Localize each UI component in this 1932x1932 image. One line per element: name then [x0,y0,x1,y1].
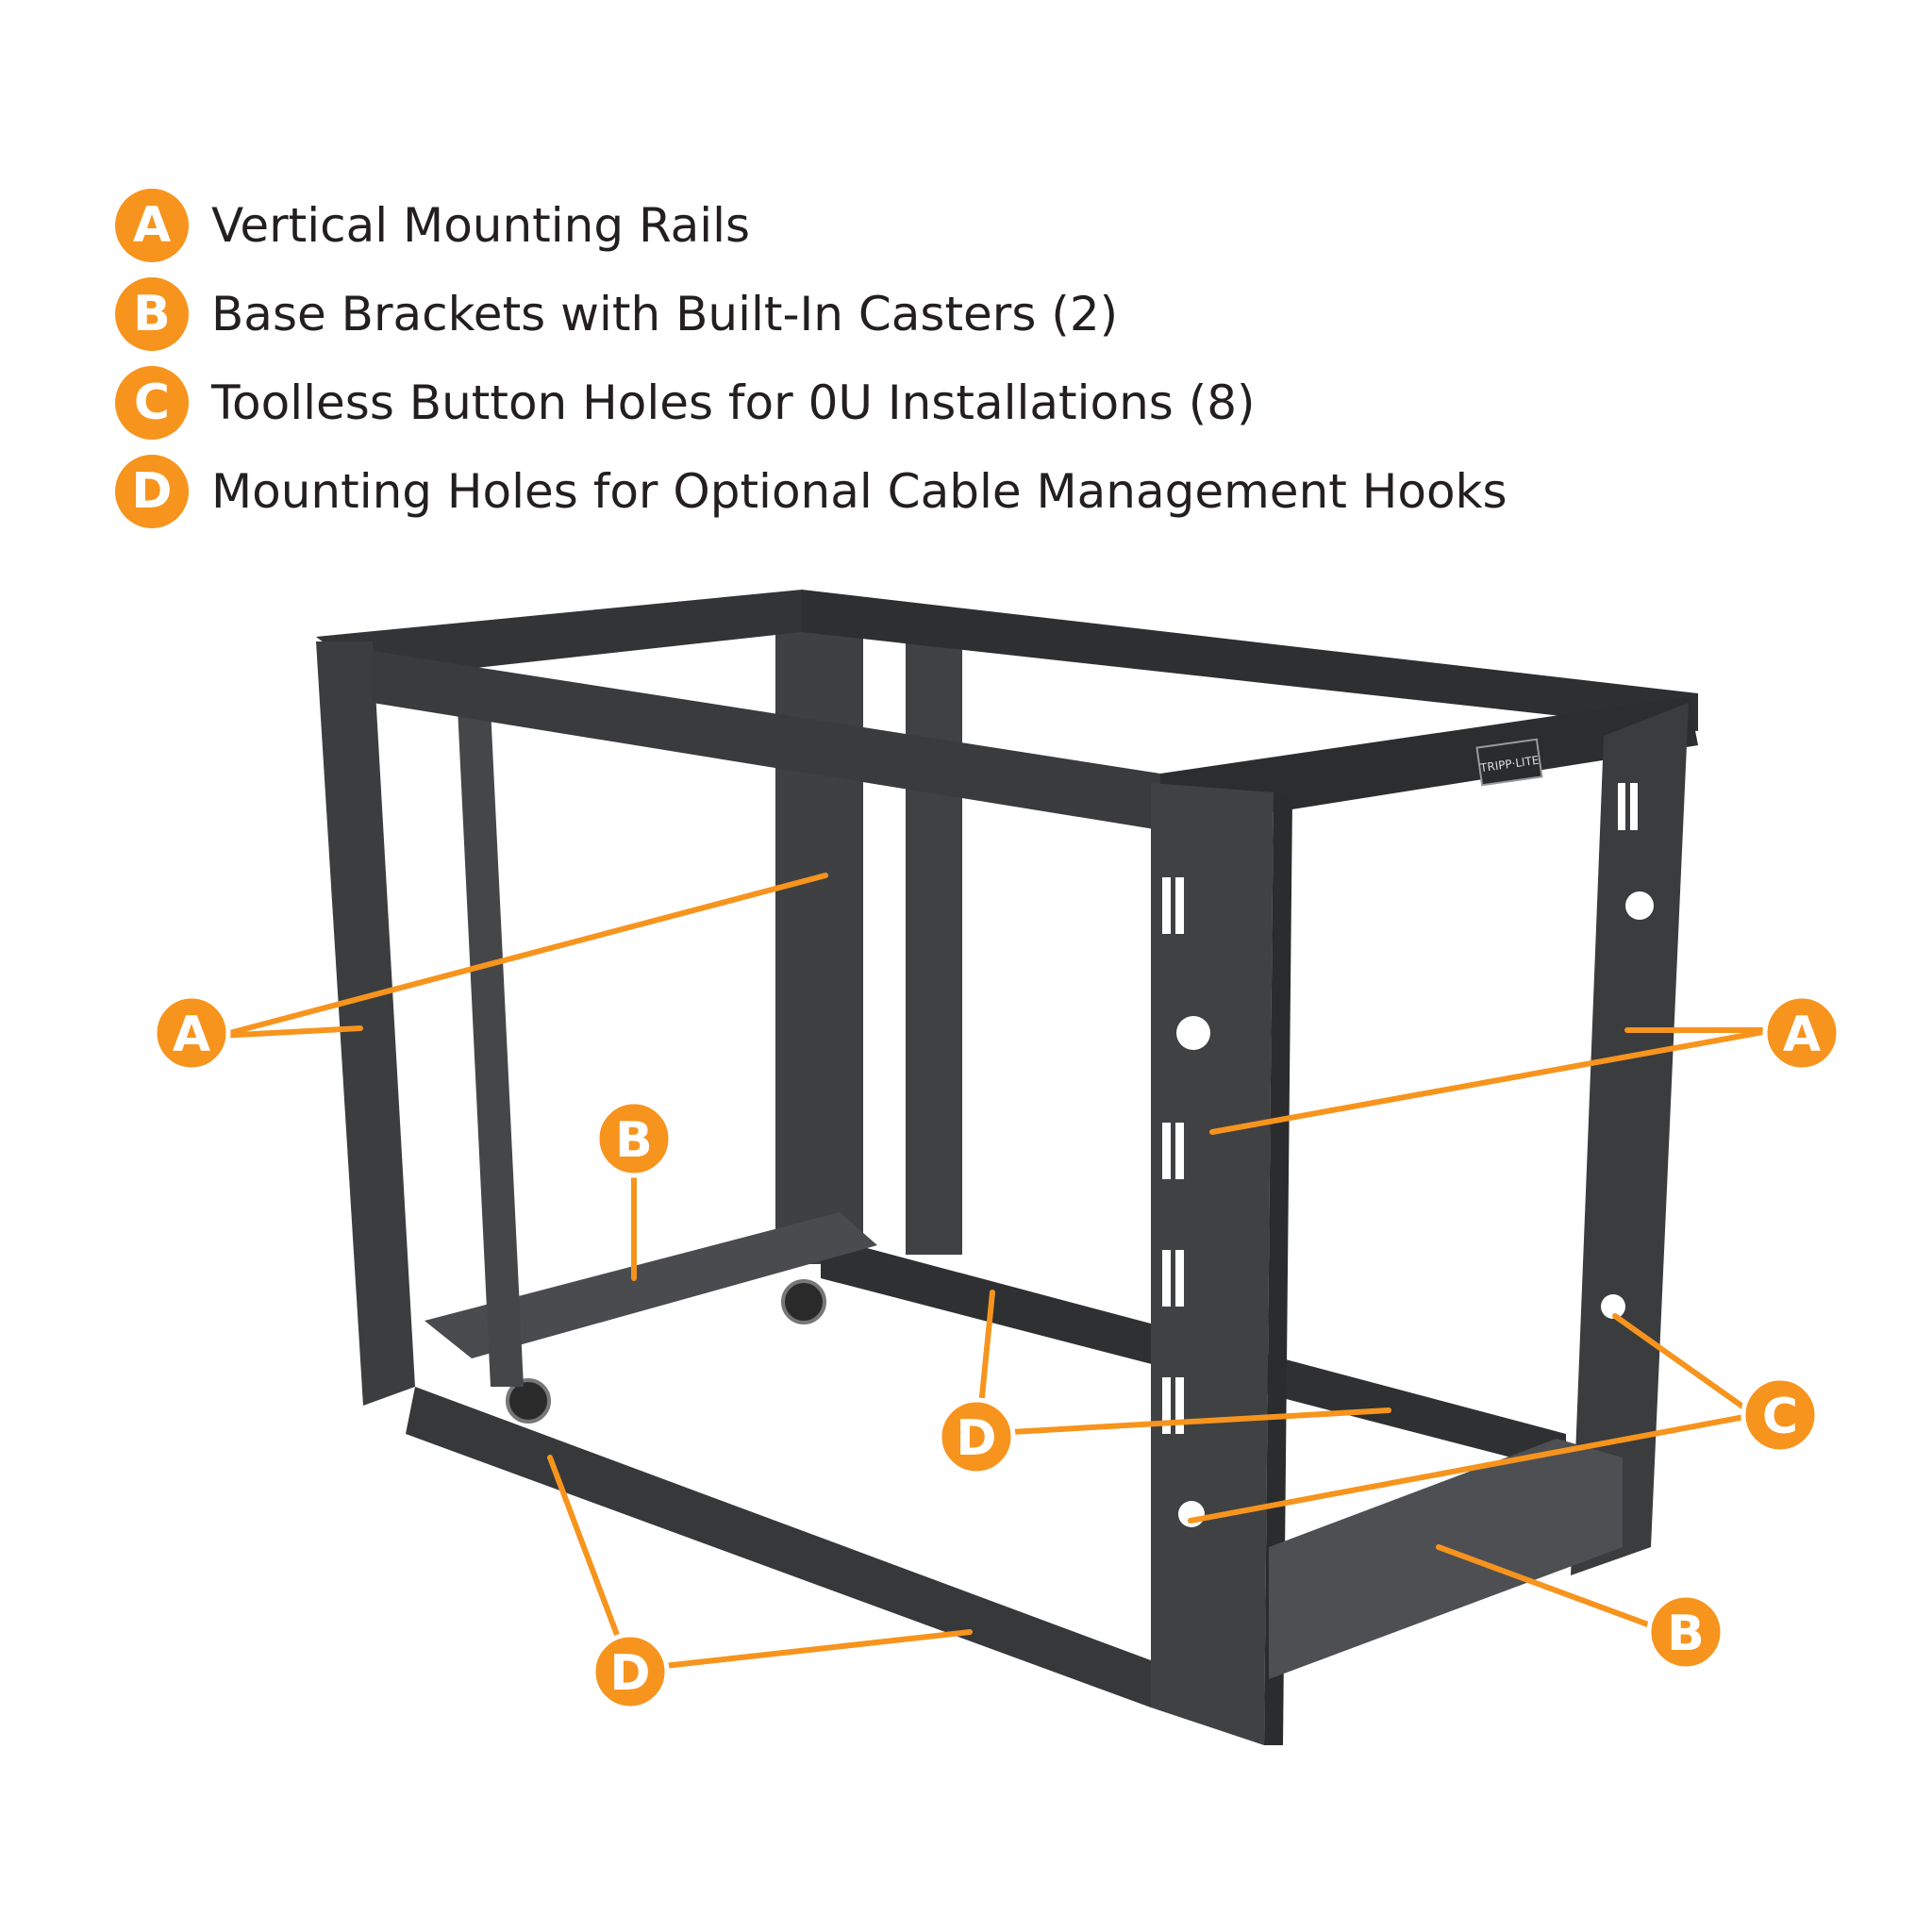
top-front-rail [373,651,1160,830]
slot-hole [1175,1377,1184,1434]
legend-text-b: Base Brackets with Built-In Casters (2) [211,287,1119,341]
legend-text-c: Toolless Button Holes for 0U Installatio… [211,375,1256,430]
slot-hole [1618,783,1625,830]
callout-letter: A [173,1007,210,1063]
legend-badge-c: C [115,366,189,440]
slot-hole [1175,1250,1184,1307]
legend-badge-d: D [115,455,189,528]
top-left-rail [316,590,802,679]
leader-d-bottom-lower [627,1629,973,1673]
leader-a-right-lower [1209,1027,1776,1135]
callout-circle [1740,1375,1820,1455]
slot-hole [1175,1123,1184,1179]
callout-circle [1646,1592,1725,1672]
left-base-bracket [425,1212,877,1358]
logo-plate [1475,738,1543,787]
front-left-post [316,641,415,1406]
slot-hole [1162,1123,1171,1179]
callout-b-left: B [594,1099,674,1178]
callout-letter: D [956,1410,996,1467]
callout-letter: B [615,1112,653,1169]
slot-hole [1162,1250,1171,1307]
top-right-rail [1160,696,1698,830]
right-base-bracket [1269,1439,1623,1679]
back-left-post [775,623,863,1264]
legend-badge-a: A [115,189,189,262]
callout-circle [1762,993,1841,1073]
legend-item-a: A Vertical Mounting Rails [115,181,1507,270]
leader-a-left-upper [216,873,828,1039]
back-right-post [1571,703,1689,1575]
leader-lines [216,873,1776,1673]
callout-a-right: A [1762,993,1841,1073]
back-caster [781,1279,826,1324]
callout-c-right: C [1740,1375,1820,1455]
leader-c-upper [1612,1313,1757,1418]
callout-letter: B [1667,1606,1705,1662]
callout-circle [594,1099,674,1178]
callout-letter: C [1762,1389,1798,1445]
leader-b-right [1436,1544,1658,1630]
legend-text-d: Mounting Holes for Optional Cable Manage… [211,464,1507,519]
slot-hole [1162,877,1171,934]
legend-item-c: C Toolless Button Holes for 0U Installat… [115,358,1507,447]
slot-hole [1175,877,1184,934]
slot-hole [1630,783,1638,830]
front-caster [506,1378,551,1424]
toolless-hole [1601,1294,1625,1319]
callout-letter: D [609,1645,650,1702]
leader-d-mid-lower [975,1407,1391,1437]
back-right-post-holes [1601,783,1654,1319]
slot-hole [1162,1377,1171,1434]
callout-b-right: B [1646,1592,1725,1672]
legend-text-a: Vertical Mounting Rails [211,198,751,253]
front-left-inner-rail [458,708,524,1387]
bottom-front-rail [406,1387,1151,1707]
callout-d-bottom: D [591,1632,670,1711]
callout-circle [591,1632,670,1711]
toolless-hole [1176,1016,1210,1050]
back-left-post-inner [906,623,962,1255]
callout-d-mid: D [937,1397,1016,1476]
legend: A Vertical Mounting Rails B Base Bracket… [115,181,1507,536]
leader-c-lower [1188,1412,1757,1524]
leader-a-left-lower [216,1025,363,1039]
legend-item-b: B Base Brackets with Built-In Casters (2… [115,270,1507,358]
legend-badge-b: B [115,277,189,351]
callout-circle [937,1397,1016,1476]
leader-d-bottom-upper [547,1455,633,1673]
callout-a-left: A [152,993,231,1073]
callout-letter: A [1783,1007,1821,1063]
top-back-rail [802,590,1698,731]
legend-item-d: D Mounting Holes for Optional Cable Mana… [115,447,1507,536]
toolless-hole [1625,891,1654,920]
callout-circle [152,993,231,1073]
